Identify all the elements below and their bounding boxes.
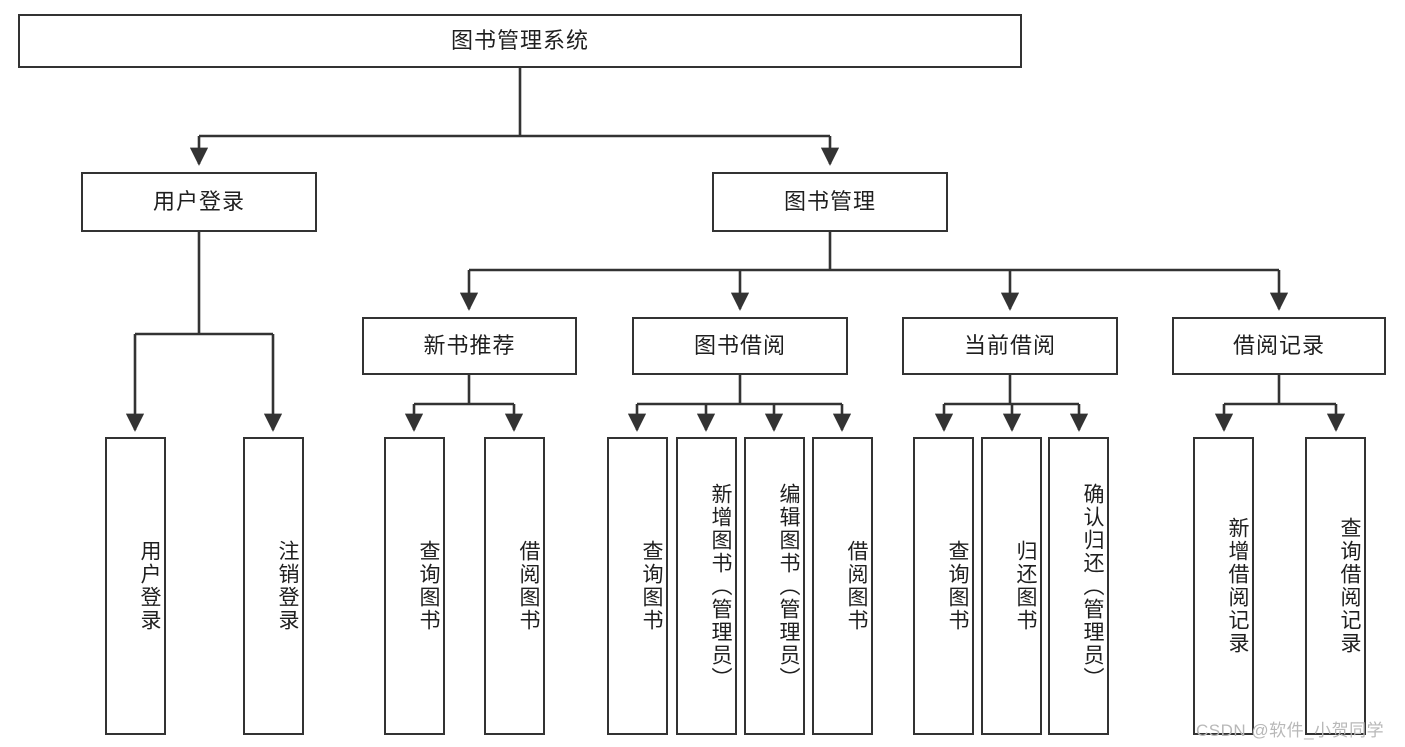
node-label: 新增借阅记录 <box>1226 517 1249 655</box>
node-leaf-borrow-query-book[interactable]: 查询图书 <box>607 437 668 735</box>
node-label: 借阅图书 <box>517 540 540 632</box>
node-label: 查询图书 <box>640 540 663 632</box>
node-label: 图书管理系统 <box>450 27 589 53</box>
node-leaf-recommend-borrow-book[interactable]: 借阅图书 <box>484 437 545 735</box>
node-label: 借阅图书 <box>845 540 868 632</box>
node-label: 用户登录 <box>138 540 161 632</box>
node-leaf-borrow-edit-book-admin[interactable]: 编辑图书（管理员） <box>744 437 805 735</box>
csdn-watermark: CSDN @软件_小贺同学 <box>1196 721 1385 740</box>
node-book-management[interactable]: 图书管理 <box>712 172 948 232</box>
node-leaf-current-return-book[interactable]: 归还图书 <box>981 437 1042 735</box>
node-new-book-recommend[interactable]: 新书推荐 <box>362 317 577 375</box>
node-label: 编辑图书（管理员） <box>777 482 800 690</box>
node-label: 确认归还（管理员） <box>1081 482 1104 690</box>
node-leaf-current-confirm-return-admin[interactable]: 确认归还（管理员） <box>1048 437 1109 735</box>
node-label: 查询借阅记录 <box>1338 517 1361 655</box>
node-leaf-borrow-add-book-admin[interactable]: 新增图书（管理员） <box>676 437 737 735</box>
node-root-book-management-system[interactable]: 图书管理系统 <box>18 14 1022 68</box>
node-label: 当前借阅 <box>963 332 1056 358</box>
node-label: 查询图书 <box>946 540 969 632</box>
node-leaf-user-login-login[interactable]: 用户登录 <box>105 437 166 735</box>
node-label: 图书借阅 <box>693 332 786 358</box>
node-user-login[interactable]: 用户登录 <box>81 172 317 232</box>
node-label: 借阅记录 <box>1232 332 1325 358</box>
node-label: 查询图书 <box>417 540 440 632</box>
node-label: 注销登录 <box>276 540 299 632</box>
node-borrow-record[interactable]: 借阅记录 <box>1172 317 1386 375</box>
node-book-borrow[interactable]: 图书借阅 <box>632 317 848 375</box>
node-current-borrow[interactable]: 当前借阅 <box>902 317 1118 375</box>
node-leaf-user-login-logout[interactable]: 注销登录 <box>243 437 304 735</box>
node-leaf-record-query-record[interactable]: 查询借阅记录 <box>1305 437 1366 735</box>
node-label: 用户登录 <box>152 188 245 214</box>
node-label: 归还图书 <box>1014 540 1037 632</box>
node-leaf-borrow-borrow-book[interactable]: 借阅图书 <box>812 437 873 735</box>
node-leaf-recommend-query-book[interactable]: 查询图书 <box>384 437 445 735</box>
node-label: 新增图书（管理员） <box>709 482 732 690</box>
node-leaf-record-add-record[interactable]: 新增借阅记录 <box>1193 437 1254 735</box>
node-label: 新书推荐 <box>423 332 516 358</box>
node-leaf-current-query-book[interactable]: 查询图书 <box>913 437 974 735</box>
node-label: 图书管理 <box>783 188 876 214</box>
